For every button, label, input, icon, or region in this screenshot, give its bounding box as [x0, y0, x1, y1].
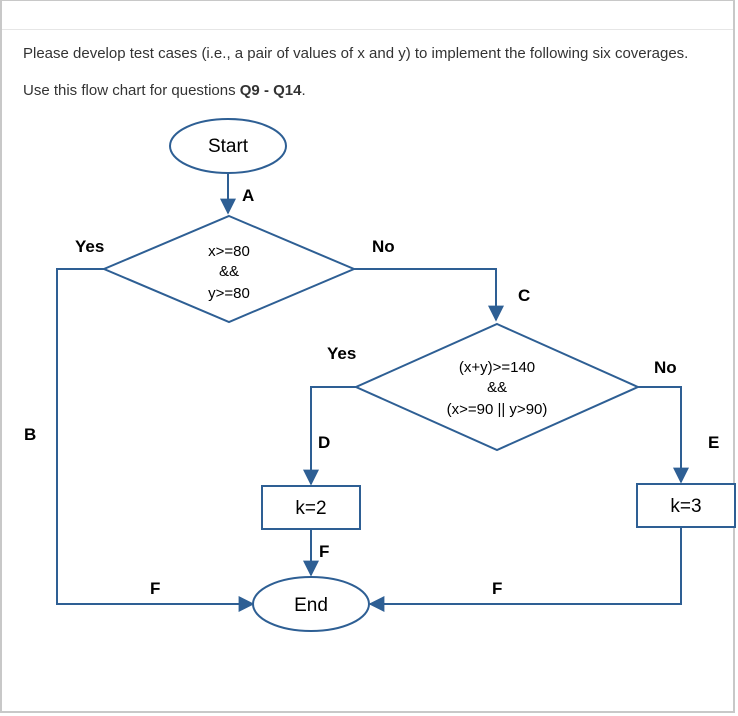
decision1-line2: && [219, 263, 239, 280]
question-range: Q9 - Q14 [239, 82, 302, 99]
process-box-k2 [261, 485, 361, 530]
decision2-line1: (x+y)>=140 [459, 359, 535, 376]
decision2-yes-label: Yes [327, 344, 356, 363]
decision1-node [101, 214, 357, 324]
divider [2, 29, 733, 30]
edge-e-label: E [708, 433, 719, 452]
decision2-line3: (x>=90 || y>90) [447, 401, 548, 418]
end-label: End [294, 595, 328, 616]
decision2-line2: && [487, 379, 507, 396]
decision2-node [353, 322, 641, 452]
start-label: Start [208, 136, 249, 157]
decision1-line3: y>=80 [208, 285, 250, 302]
question-text: Please develop test cases (i.e., a pair … [23, 45, 689, 62]
edge-d-label: D [318, 433, 330, 452]
process-k3-label: k=3 [670, 496, 701, 517]
edge-f-center-label: F [319, 542, 329, 561]
end-node [252, 576, 370, 632]
edge-c-label: C [518, 286, 530, 305]
edge-b-label: B [24, 425, 36, 444]
edge-d-arrow [303, 386, 356, 486]
question-reference: Use this flow chart for questions Q9 - Q… [23, 82, 306, 99]
decision1-no-label: No [372, 237, 395, 256]
decision1-line1: x>=80 [208, 243, 250, 260]
edge-a-label: A [242, 186, 254, 205]
edge-f-right-arrow [368, 527, 682, 612]
decision2-no-label: No [654, 358, 677, 377]
edge-b-arrow [56, 268, 255, 612]
process-k2-label: k=2 [295, 498, 326, 519]
reference-prefix: Use this flow chart for questions [23, 82, 240, 99]
edge-e-arrow [638, 386, 689, 484]
edge-f-left-label: F [150, 579, 160, 598]
edge-c-arrow [354, 268, 504, 322]
question-instructions: Please develop test cases (i.e., a pair … [23, 45, 688, 62]
process-box-k3 [636, 483, 736, 528]
decision1-yes-label: Yes [75, 237, 104, 256]
edge-f-right-label: F [492, 579, 502, 598]
reference-suffix: . [301, 82, 306, 99]
